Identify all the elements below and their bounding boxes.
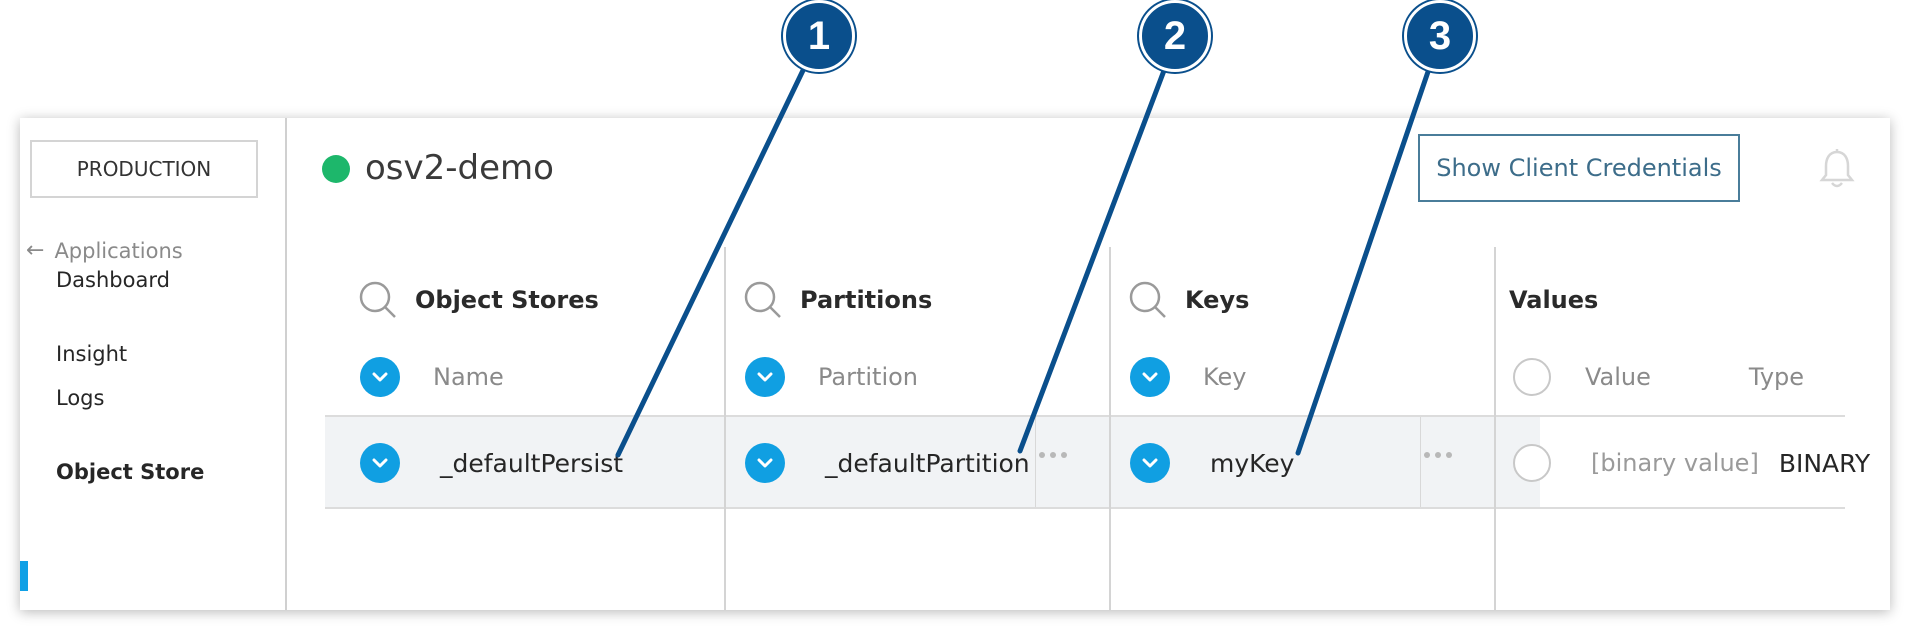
key-column-label: Key bbox=[1203, 363, 1247, 391]
sidebar-item-dashboard[interactable]: Dashboard bbox=[56, 268, 170, 292]
partition-column-label: Partition bbox=[818, 363, 919, 391]
column-divider bbox=[1494, 247, 1496, 610]
more-options-icon[interactable] bbox=[1424, 452, 1452, 458]
row-divider-top bbox=[325, 415, 1845, 417]
select-all-radio[interactable] bbox=[1513, 358, 1551, 396]
values-title: Values bbox=[1509, 286, 1599, 314]
show-client-credentials-button[interactable]: Show Client Credentials bbox=[1418, 134, 1740, 202]
more-options-icon[interactable] bbox=[1039, 452, 1067, 458]
key-name: myKey bbox=[1210, 448, 1295, 478]
object-store-row-cell[interactable]: _defaultPersist bbox=[360, 438, 623, 488]
chevron-check-icon bbox=[1142, 372, 1158, 382]
value-type: BINARY bbox=[1778, 448, 1871, 478]
row-radio[interactable] bbox=[1513, 444, 1551, 482]
select-all-checkbox[interactable] bbox=[1130, 357, 1170, 397]
values-header: Values bbox=[1509, 275, 1598, 325]
chevron-check-icon bbox=[372, 372, 388, 382]
keys-title: Keys bbox=[1185, 286, 1250, 314]
active-indicator bbox=[20, 561, 28, 591]
object-stores-title: Object Stores bbox=[415, 286, 599, 314]
object-stores-header: Object Stores bbox=[357, 275, 599, 325]
partitions-select-all: Partition bbox=[745, 352, 918, 402]
main-content: osv2-demo Show Client Credentials Object… bbox=[287, 118, 1890, 610]
callout-badge-3: 3 bbox=[1404, 0, 1476, 72]
sidebar-item-insight[interactable]: Insight bbox=[56, 342, 128, 366]
row-checkbox[interactable] bbox=[360, 443, 400, 483]
chevron-check-icon bbox=[757, 372, 773, 382]
cell-divider bbox=[1035, 417, 1036, 507]
select-all-checkbox[interactable] bbox=[745, 357, 785, 397]
back-link-label: Applications bbox=[54, 238, 183, 263]
column-divider bbox=[1109, 247, 1111, 610]
chevron-check-icon bbox=[1142, 458, 1158, 468]
arrow-left-icon: ← bbox=[26, 238, 45, 263]
value-column-label: Value bbox=[1585, 363, 1651, 391]
keys-select-all: Key bbox=[1130, 352, 1247, 402]
object-store-name: _defaultPersist bbox=[440, 448, 624, 478]
select-all-checkbox[interactable] bbox=[360, 357, 400, 397]
object-stores-select-all: Name bbox=[360, 352, 504, 402]
keys-header: Keys bbox=[1127, 275, 1249, 325]
value-row-cell[interactable]: [binary value] BINARY bbox=[1513, 438, 1870, 488]
cell-divider bbox=[1420, 417, 1421, 507]
partitions-title: Partitions bbox=[800, 286, 933, 314]
row-divider-bottom bbox=[325, 507, 1845, 509]
page-title: osv2-demo bbox=[365, 148, 554, 188]
sidebar-item-logs[interactable]: Logs bbox=[56, 386, 105, 410]
status-indicator bbox=[322, 155, 350, 183]
row-checkbox[interactable] bbox=[1130, 443, 1170, 483]
name-column-label: Name bbox=[433, 363, 504, 391]
key-row-cell[interactable]: myKey bbox=[1130, 438, 1294, 488]
callout-badge-1: 1 bbox=[783, 0, 855, 72]
chevron-check-icon bbox=[757, 458, 773, 468]
back-to-applications-link[interactable]: ← Applications bbox=[26, 238, 183, 263]
object-store-window: PRODUCTION ← Applications Dashboard Insi… bbox=[20, 118, 1890, 610]
partition-name: _defaultPartition bbox=[825, 448, 1030, 478]
chevron-check-icon bbox=[372, 458, 388, 468]
row-checkbox[interactable] bbox=[745, 443, 785, 483]
value-preview: [binary value] bbox=[1591, 449, 1759, 477]
environment-selector[interactable]: PRODUCTION bbox=[30, 140, 258, 198]
sidebar-item-object-store[interactable]: Object Store bbox=[56, 460, 205, 484]
column-divider bbox=[724, 247, 726, 610]
sidebar: PRODUCTION ← Applications Dashboard Insi… bbox=[20, 118, 287, 610]
partitions-header: Partitions bbox=[742, 275, 932, 325]
search-icon[interactable] bbox=[1127, 279, 1169, 321]
bell-icon[interactable] bbox=[1818, 148, 1856, 190]
search-icon[interactable] bbox=[357, 279, 399, 321]
type-column-label: Type bbox=[1748, 363, 1805, 391]
partition-row-cell[interactable]: _defaultPartition bbox=[745, 438, 1030, 488]
callout-badge-2: 2 bbox=[1139, 0, 1211, 72]
search-icon[interactable] bbox=[742, 279, 784, 321]
values-select-all: Value Type bbox=[1513, 352, 1804, 402]
